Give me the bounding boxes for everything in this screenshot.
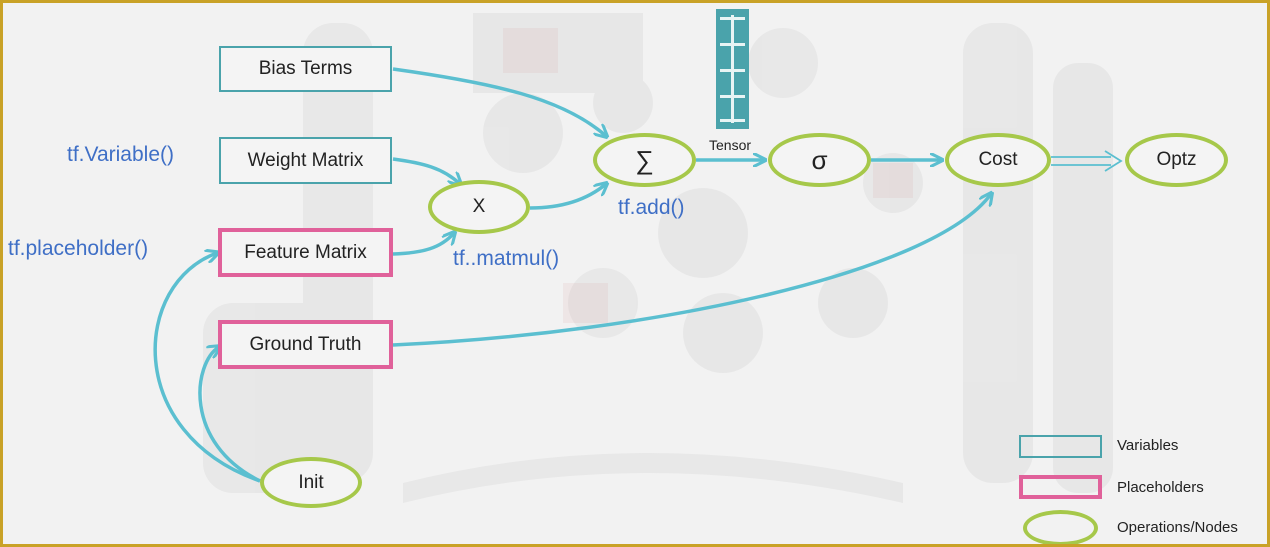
edge-cost-to-optz <box>1051 150 1123 172</box>
feature-matrix-box: Feature Matrix <box>218 228 393 277</box>
edges-layer <box>153 67 1123 483</box>
edge-bias-to-sum <box>392 67 606 136</box>
legend-variables-swatch <box>1019 435 1102 458</box>
tf-variable-label: tf.Variable() <box>67 143 174 166</box>
optz-node: Optz <box>1125 133 1228 187</box>
edge-init-to-feature <box>153 253 261 483</box>
edge-truth-to-cost <box>392 194 991 347</box>
tf-placeholder-label: tf.placeholder() <box>8 237 149 260</box>
ground-truth-box: Ground Truth <box>218 320 393 369</box>
cost-node: Cost <box>945 133 1051 187</box>
legend-placeholders-swatch <box>1019 475 1102 499</box>
legend-operations-label: Operations/Nodes <box>1117 519 1238 536</box>
tf-add-label: tf.add() <box>618 196 685 219</box>
weight-matrix-box: Weight Matrix <box>219 137 392 184</box>
sum-node: ∑ <box>593 133 696 187</box>
legend-operations-swatch <box>1023 510 1098 544</box>
tensor-label: Tensor <box>709 137 752 153</box>
edge-weight-to-matmul <box>392 157 460 184</box>
init-node: Init <box>260 457 362 508</box>
tf-matmul-label: tf..matmul() <box>453 247 560 270</box>
legend-variables-label: Variables <box>1117 437 1179 454</box>
matmul-node: X <box>428 180 530 234</box>
legend-placeholders-label: Placeholders <box>1117 479 1204 496</box>
sigma-node: σ <box>768 133 871 187</box>
edge-matmul-to-sum <box>529 184 606 210</box>
edge-init-to-truth <box>198 347 261 483</box>
edge-feature-to-matmul <box>392 233 454 256</box>
tensor-icon <box>716 9 749 129</box>
bias-terms-box: Bias Terms <box>219 46 392 92</box>
